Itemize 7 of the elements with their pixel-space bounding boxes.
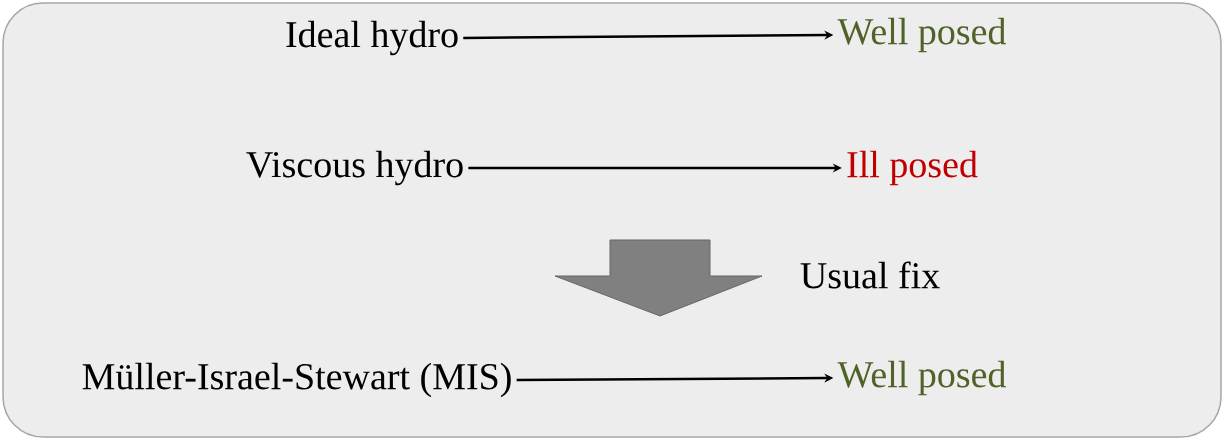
node-label: Well posed: [837, 360, 1006, 396]
node-label: Müller-Israel-Stewart (MIS): [82, 362, 511, 398]
node-label: Ill posed: [847, 150, 978, 186]
node-label: Ideal hydro: [286, 20, 458, 56]
node-label: Well posed: [837, 17, 1006, 53]
annotation: Usual fix: [800, 261, 940, 289]
node-label: Viscous hydro: [246, 150, 463, 186]
